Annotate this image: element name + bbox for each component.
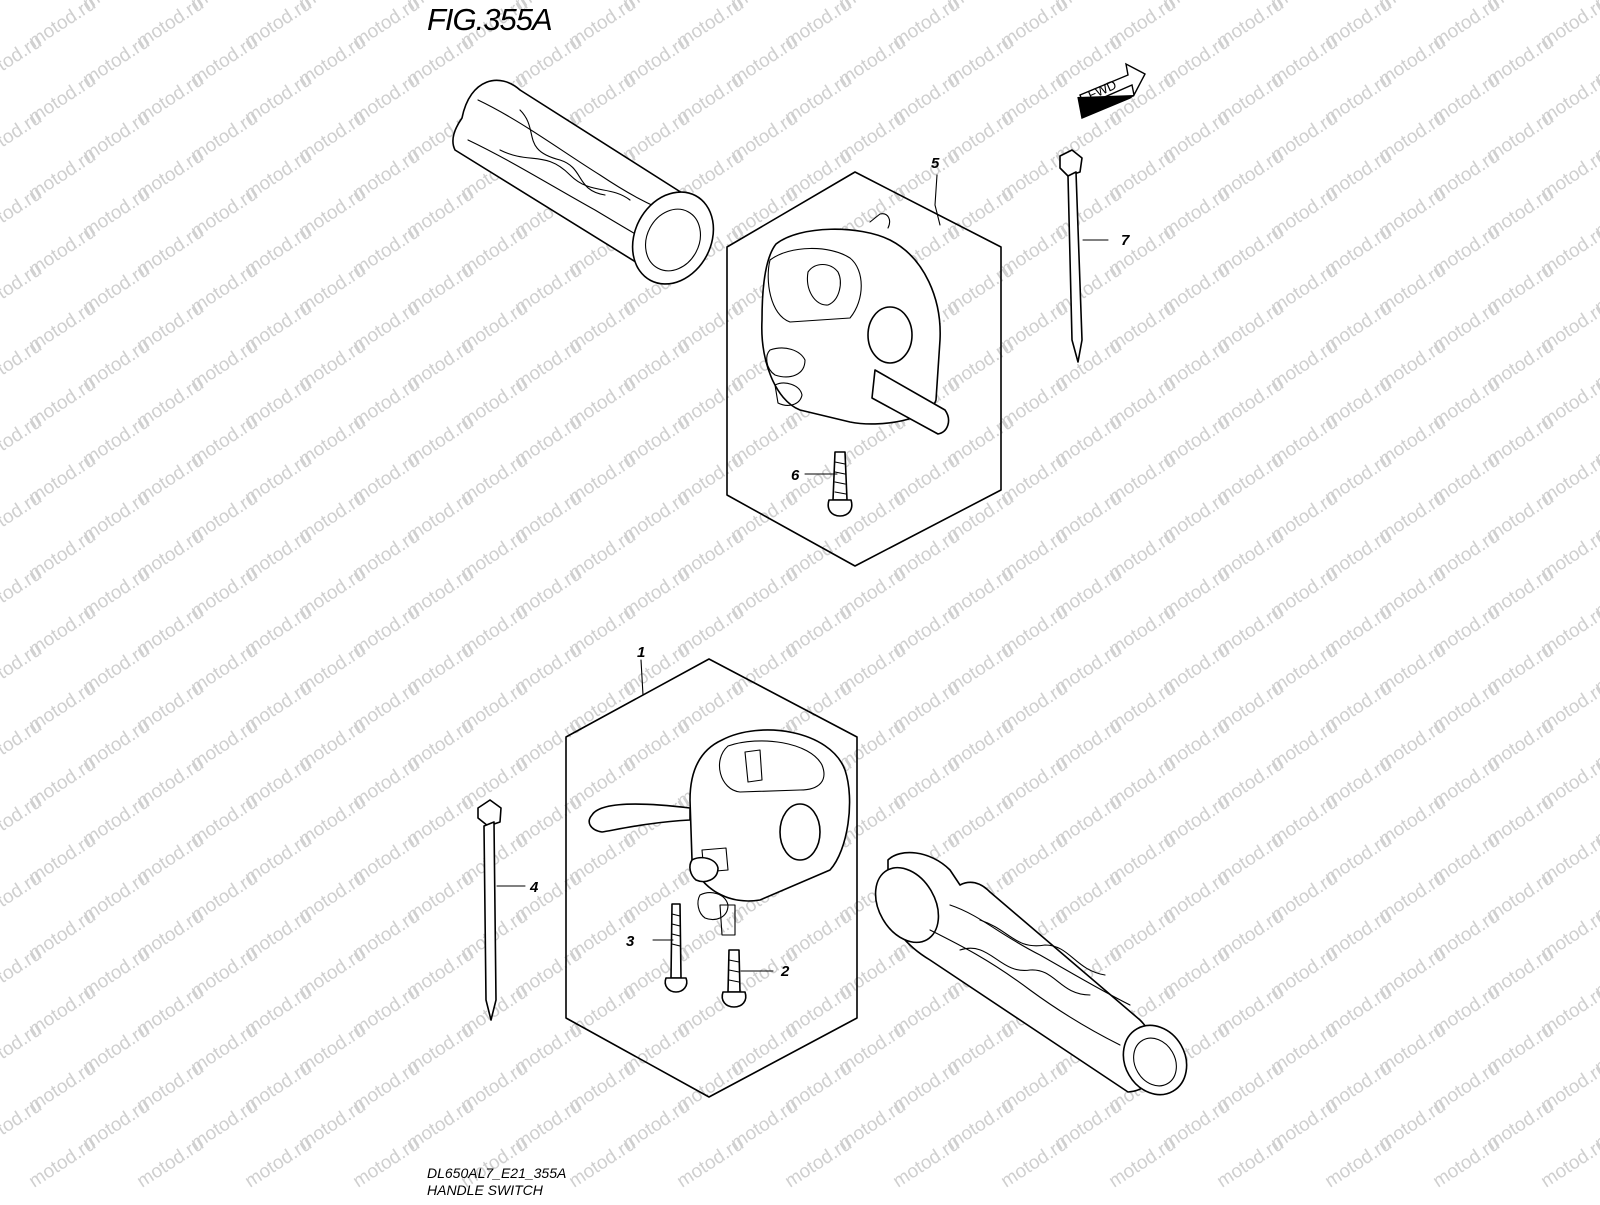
watermark-text: motod.ru bbox=[0, 868, 46, 926]
watermark-text: motod.ru bbox=[0, 564, 46, 622]
watermark-text: motod.ru bbox=[25, 1134, 99, 1192]
watermark-text: motod.ru bbox=[241, 1134, 315, 1192]
watermark-text: motod.ru bbox=[0, 184, 46, 242]
leader-lines bbox=[496, 174, 1109, 972]
watermark-text: motod.ru bbox=[0, 32, 46, 90]
switch-housing-upper bbox=[761, 213, 950, 435]
switch-housing-lower bbox=[588, 729, 851, 936]
watermark-text: motod.ru bbox=[0, 336, 46, 394]
watermark-text: motod.ru bbox=[0, 1020, 46, 1078]
screw-6 bbox=[827, 451, 853, 517]
figure-code: DL650AL7_E21_355A bbox=[427, 1165, 567, 1181]
watermark-text: motod.ru bbox=[0, 1096, 46, 1154]
callout-5: 5 bbox=[931, 155, 940, 172]
assembly-hexagon-upper bbox=[726, 171, 1002, 567]
assembly-hexagon-lower bbox=[565, 658, 858, 1098]
watermark-text: motod.ru bbox=[565, 1134, 639, 1192]
watermark-text: motod.ru bbox=[0, 260, 46, 318]
watermark-text: motod.ru bbox=[781, 1134, 855, 1192]
screw-3 bbox=[664, 903, 688, 993]
watermark-text: motod.ru bbox=[0, 0, 46, 14]
screw-2 bbox=[721, 949, 747, 1008]
grip-upper-left bbox=[452, 79, 715, 285]
watermark-text: motod.ru bbox=[0, 792, 46, 850]
watermark-text: motod.ru bbox=[1213, 1134, 1287, 1192]
cable-tie-7 bbox=[1059, 149, 1083, 363]
watermark-text: motod.ru bbox=[0, 944, 46, 1002]
watermark-text: motod.ru bbox=[1537, 1134, 1600, 1192]
watermark-text: motod.ru bbox=[349, 1134, 423, 1192]
callout-6: 6 bbox=[791, 467, 800, 484]
forward-direction-arrow-icon bbox=[1077, 62, 1146, 119]
watermark-text: motod.ru bbox=[889, 1134, 963, 1192]
watermark-text: motod.ru bbox=[1105, 1134, 1179, 1192]
callout-4: 4 bbox=[529, 879, 539, 896]
cable-tie-4 bbox=[477, 799, 502, 1021]
watermark-text: motod.ru bbox=[0, 412, 46, 470]
callout-7: 7 bbox=[1121, 232, 1130, 249]
watermark-text: motod.ru bbox=[0, 108, 46, 166]
callout-3: 3 bbox=[626, 933, 635, 950]
watermark-text: motod.ru bbox=[133, 1134, 207, 1192]
callout-1: 1 bbox=[637, 644, 645, 661]
callout-2: 2 bbox=[780, 963, 790, 980]
watermark-text: motod.ru bbox=[0, 640, 46, 698]
figure-title: FIG.355A bbox=[427, 2, 553, 37]
watermark-text: motod.ru bbox=[1321, 1134, 1395, 1192]
watermark-text: motod.ru bbox=[1429, 1134, 1503, 1192]
figure-name: HANDLE SWITCH bbox=[427, 1182, 543, 1198]
watermark-text: motod.ru bbox=[997, 1134, 1071, 1192]
watermark-text: motod.ru bbox=[0, 716, 46, 774]
grip-lower-right bbox=[874, 851, 1188, 1096]
watermark-text: motod.ru bbox=[673, 1134, 747, 1192]
watermark-text: motod.ru bbox=[0, 488, 46, 546]
